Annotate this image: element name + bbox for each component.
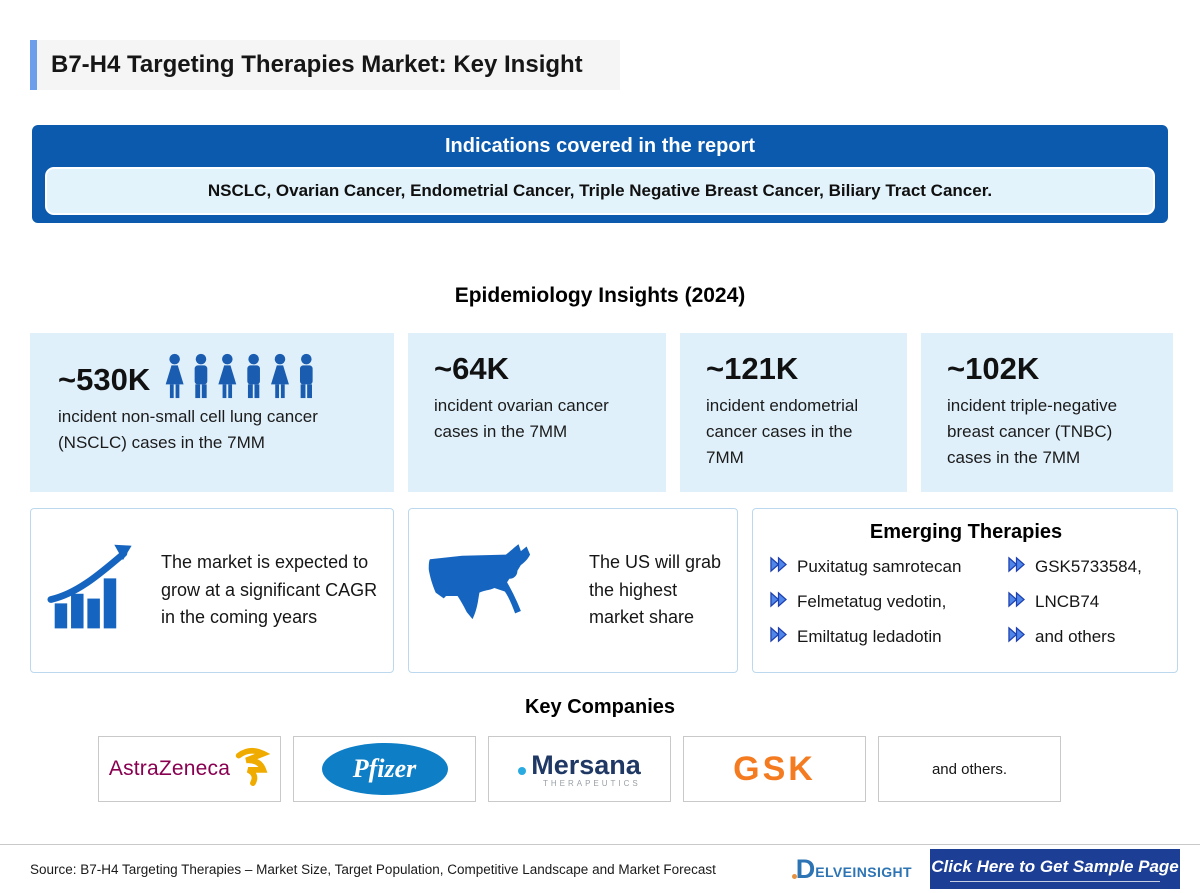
delveinsight-logo-d: D [791, 853, 816, 884]
delveinsight-logo: D ELVEINSIGHT [791, 853, 912, 884]
stat-card-endometrial: ~121K incident endometrial cancer cases … [680, 333, 907, 492]
double-chevron-icon [769, 626, 788, 648]
double-chevron-icon [769, 556, 788, 578]
footer: Source: B7-H4 Targeting Therapies – Mark… [0, 844, 1200, 893]
button-underline [950, 880, 1160, 882]
stat-desc-endometrial: incident endometrial cancer cases in the… [706, 395, 859, 468]
therapy-item: LNCB74 [1007, 591, 1163, 613]
astrazeneca-ribbon-icon [232, 746, 271, 793]
market-share-card: The US will grab the highest market shar… [408, 508, 738, 673]
therapy-label: Felmetatug vedotin, [797, 592, 947, 611]
key-companies-heading: Key Companies [524, 696, 676, 718]
people-group-icon [162, 353, 320, 401]
double-chevron-icon [1007, 626, 1026, 648]
stat-card-ovarian: ~64K incident ovarian cancer cases in th… [408, 333, 666, 492]
indications-list: NSCLC, Ovarian Cancer, Endometrial Cance… [45, 167, 1155, 215]
us-map-icon [423, 540, 575, 641]
stat-desc-nsclc: incident non-small cell lung cancer (NSC… [58, 407, 318, 453]
logo-box-mersana: Mersana THERAPEUTICS [488, 736, 671, 802]
therapy-label: and others [1035, 627, 1116, 646]
growth-chart-icon [47, 542, 147, 639]
emerging-therapies-card: Emerging Therapies Puxitatug samrotecan … [752, 508, 1178, 673]
others-label: and others. [931, 760, 1008, 778]
stat-desc-ovarian: incident ovarian cancer cases in the 7MM [434, 395, 609, 441]
therapy-label: GSK5733584, [1035, 557, 1142, 576]
stat-value-ovarian: ~64K [434, 351, 509, 386]
page-title: B7-H4 Targeting Therapies Market: Key In… [30, 40, 620, 90]
market-growth-text: The market is expected to grow at a sign… [161, 551, 378, 628]
therapy-item: and others [1007, 626, 1163, 648]
indications-banner-title: Indications covered in the report [444, 135, 756, 157]
therapy-item: Felmetatug vedotin, [769, 591, 1007, 613]
pfizer-oval-icon: Pfizer [321, 743, 448, 795]
double-chevron-icon [769, 591, 788, 613]
therapy-item: GSK5733584, [1007, 556, 1163, 578]
get-sample-page-label: Click Here to Get Sample Page [931, 856, 1179, 876]
logo-box-pfizer: Pfizer [293, 736, 476, 802]
delveinsight-logo-text: ELVEINSIGHT [815, 864, 912, 881]
therapy-item: Emiltatug ledadotin [769, 626, 1007, 648]
epidemiology-heading: Epidemiology Insights (2024) [454, 284, 746, 307]
stat-value-nsclc: ~530K [58, 362, 151, 398]
therapy-label: LNCB74 [1035, 592, 1100, 611]
epidemiology-stats-row: ~530K [30, 333, 1173, 492]
stat-value-endometrial: ~121K [706, 351, 799, 386]
market-share-text: The US will grab the highest market shar… [589, 551, 722, 628]
therapy-label: Puxitatug samrotecan [797, 557, 962, 576]
logo-box-astrazeneca: AstraZeneca [98, 736, 281, 802]
logo-box-gsk: GSK [683, 736, 866, 802]
highlights-row: The market is expected to grow at a sign… [30, 508, 1178, 673]
emerging-therapies-heading: Emerging Therapies [869, 521, 1063, 543]
astrazeneca-logo-text: AstraZeneca [108, 757, 231, 780]
source-text: Source: B7-H4 Targeting Therapies – Mark… [30, 861, 716, 877]
stat-card-nsclc: ~530K [30, 333, 394, 492]
double-chevron-icon [1007, 591, 1026, 613]
therapy-label: Emiltatug ledadotin [797, 627, 942, 646]
stat-card-tnbc: ~102K incident triple-negative breast ca… [921, 333, 1173, 492]
therapy-item: Puxitatug samrotecan [769, 556, 1007, 578]
stat-value-tnbc: ~102K [947, 351, 1040, 386]
market-growth-card: The market is expected to grow at a sign… [30, 508, 394, 673]
mersana-logo-text: Mersana [531, 750, 641, 780]
key-companies-row: AstraZeneca Pfizer Mersana THERAPEUTICS [98, 736, 1061, 802]
emerging-therapies-list: Puxitatug samrotecan GSK5733584, Felmeta… [769, 556, 1163, 648]
mersana-subtitle: THERAPEUTICS [542, 779, 641, 788]
double-chevron-icon [1007, 556, 1026, 578]
mersana-dot-icon [518, 766, 527, 775]
get-sample-page-button[interactable]: Click Here to Get Sample Page [930, 849, 1180, 889]
logo-box-others: and others. [878, 736, 1061, 802]
gsk-logo-text: GSK [733, 749, 816, 788]
indications-banner: Indications covered in the report NSCLC,… [32, 125, 1168, 223]
pfizer-logo-text: Pfizer [352, 754, 417, 783]
stat-desc-tnbc: incident triple-negative breast cancer (… [947, 395, 1118, 468]
